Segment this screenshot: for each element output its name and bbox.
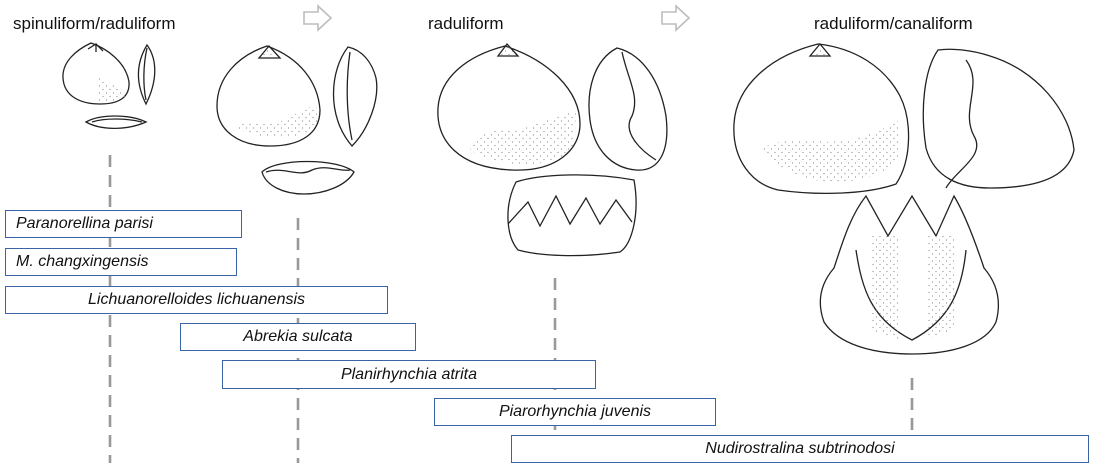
taxon-label: Planirhynchia atrita bbox=[341, 366, 477, 384]
taxon-label: M. changxingensis bbox=[16, 253, 149, 271]
taxon-label: Piarorhynchia juvenis bbox=[499, 403, 651, 421]
taxon-label: Nudirostralina subtrinodosi bbox=[705, 440, 894, 458]
shell-stage4-dorsal bbox=[734, 44, 909, 193]
stage-label-spinuliform-raduliform: spinuliform/raduliform bbox=[13, 14, 176, 34]
stage-label-raduliform: raduliform bbox=[428, 14, 504, 34]
taxon-box-nudirostralina-subtrinodosi: Nudirostralina subtrinodosi bbox=[511, 435, 1089, 463]
shell-stage4-lateral bbox=[923, 49, 1074, 188]
taxon-label: Abrekia sulcata bbox=[243, 328, 352, 346]
taxon-box-m-changxingensis: M. changxingensis bbox=[5, 248, 237, 276]
arrow-icon bbox=[304, 6, 331, 30]
shell-stage3-lateral bbox=[589, 48, 667, 170]
taxon-label: Lichuanorelloides lichuanensis bbox=[88, 291, 305, 309]
shell-stage1-dorsal bbox=[63, 43, 129, 104]
shell-stage2-dorsal bbox=[217, 46, 320, 146]
shell-stage2-anterior bbox=[262, 162, 354, 195]
taxon-box-paranorellina-parisi: Paranorellina parisi bbox=[5, 210, 242, 238]
stage-label-raduliform-canaliform: raduliform/canaliform bbox=[814, 14, 973, 34]
shell-stage3-dorsal bbox=[438, 44, 580, 170]
shell-stage4-anterior bbox=[820, 196, 998, 354]
taxon-box-lichuanorelloides-lichuanensis: Lichuanorelloides lichuanensis bbox=[5, 286, 388, 314]
shell-stage1-anterior bbox=[86, 116, 146, 128]
taxon-label: Paranorellina parisi bbox=[16, 215, 153, 233]
shell-stage2-lateral bbox=[334, 47, 377, 146]
taxon-box-abrekia-sulcata: Abrekia sulcata bbox=[180, 323, 416, 351]
shell-stage1-lateral bbox=[139, 45, 155, 104]
taxon-box-planirhynchia-atrita: Planirhynchia atrita bbox=[222, 360, 596, 389]
shell-stage3-anterior bbox=[508, 175, 636, 256]
arrow-icon bbox=[662, 6, 689, 30]
taxon-box-piarorhynchia-juvenis: Piarorhynchia juvenis bbox=[434, 398, 716, 426]
